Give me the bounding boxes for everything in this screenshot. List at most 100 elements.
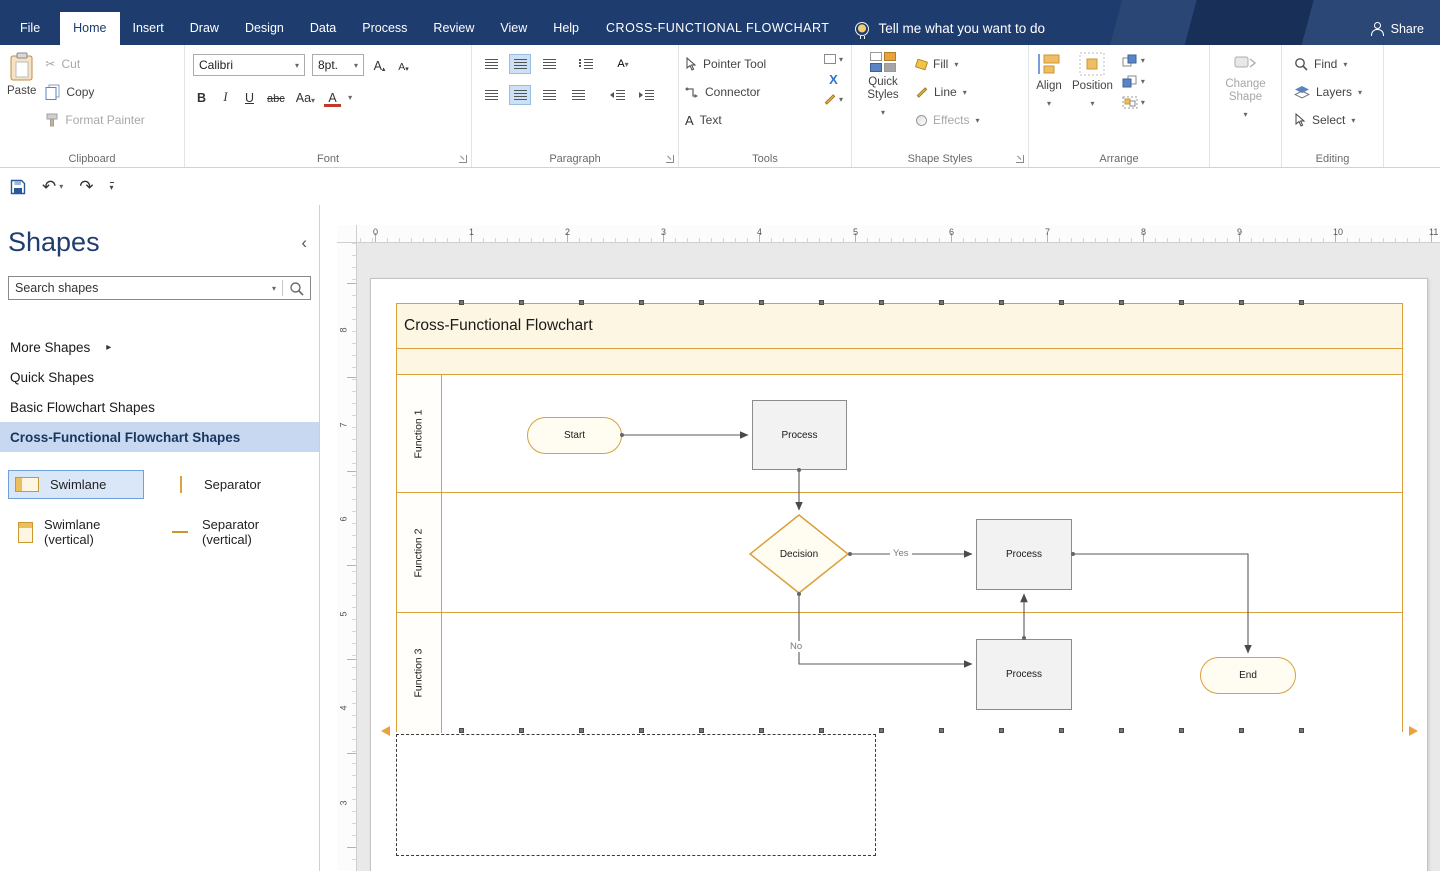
undo-button[interactable]: ↶▾ [42,177,63,197]
font-dialog-launcher[interactable] [459,155,467,163]
align-right-button[interactable] [538,85,560,105]
text-direction-button[interactable]: A▾ [612,54,634,74]
rectangle-tool-button[interactable]: ▾ [824,54,843,64]
file-menu-button[interactable]: File [0,12,60,45]
tab-design[interactable]: Design [232,12,297,45]
flowchart-phase-bar[interactable] [397,349,1402,375]
selection-handle[interactable] [999,728,1004,733]
resize-arrow-right[interactable] [1409,726,1418,736]
tab-view[interactable]: View [487,12,540,45]
connector-tool-button[interactable]: Connector [681,82,824,102]
flowchart-node-decision[interactable]: Decision [749,514,849,594]
selection-handle[interactable] [699,300,704,305]
quick-styles-button[interactable]: Quick Styles ▾ [854,45,912,149]
selection-handle[interactable] [639,728,644,733]
tell-me-box[interactable]: Tell me what you want to do [855,12,1045,45]
undo-caret[interactable]: ▾ [59,182,63,191]
change-case-button[interactable]: Aa▾ [294,87,317,107]
shrink-font-button[interactable]: A▾ [395,55,412,75]
selection-handle[interactable] [879,300,884,305]
selection-handle[interactable] [1239,300,1244,305]
paste-button[interactable]: Paste [2,45,41,149]
change-shape-button[interactable]: Change Shape ▾ [1212,45,1279,149]
save-button[interactable] [10,179,26,195]
selection-handle[interactable] [1299,300,1304,305]
customize-quick-access-button[interactable]: ▾ [110,182,114,192]
collapse-shapes-panel-button[interactable]: ‹ [301,233,307,253]
send-backward-button[interactable]: ▾ [1122,75,1145,88]
font-color-button[interactable]: A [324,87,341,107]
copy-button[interactable]: Copy [41,82,148,102]
selection-handle[interactable] [639,300,644,305]
text-tool-button[interactable]: A Text [681,110,824,130]
selection-handle[interactable] [459,300,464,305]
find-button[interactable]: Find▾ [1290,54,1381,74]
valign-top-button[interactable] [480,54,502,74]
flowchart-node-start[interactable]: Start [527,417,622,454]
sidebar-item-basic-flowchart-shapes[interactable]: Basic Flowchart Shapes [0,392,319,422]
selection-handle[interactable] [699,728,704,733]
selection-handle[interactable] [879,728,884,733]
sidebar-item-quick-shapes[interactable]: Quick Shapes [0,362,319,392]
connection-point-tool-button[interactable]: X [829,72,838,87]
redo-button[interactable]: ↷ [79,177,93,197]
font-family-select[interactable]: Calibri▾ [193,54,305,76]
selection-handle[interactable] [1059,300,1064,305]
grow-font-button[interactable]: A▴ [371,55,388,75]
decrease-indent-button[interactable] [606,85,628,105]
format-painter-button[interactable]: Format Painter [41,110,148,130]
bring-forward-button[interactable]: ▾ [1122,54,1145,67]
align-left-button[interactable] [480,85,502,105]
selection-handle[interactable] [1119,300,1124,305]
flowchart-node-process-1[interactable]: Process [752,400,847,470]
selection-handle[interactable] [519,728,524,733]
tab-home[interactable]: Home [60,12,119,45]
bullets-button[interactable] [575,54,597,74]
flowchart-node-end[interactable]: End [1200,657,1296,694]
stencil-item-swimlane[interactable]: Swimlane [8,470,144,499]
tab-draw[interactable]: Draw [177,12,232,45]
selection-handle[interactable] [819,728,824,733]
swimlane-label-function-2[interactable]: Function 2 [397,493,442,612]
position-button[interactable]: Position ▾ [1067,45,1118,149]
tab-review[interactable]: Review [420,12,487,45]
drawing-page[interactable]: Cross-Functional Flowchart Function 1 Fu… [370,278,1428,871]
flowchart-node-process-3[interactable]: Process [976,639,1072,710]
share-button[interactable]: Share [1371,12,1424,45]
valign-middle-button[interactable] [509,54,531,74]
stencil-item-separator-vertical[interactable]: Separator (vertical) [163,511,318,553]
layers-button[interactable]: Layers▾ [1290,82,1381,102]
paragraph-dialog-launcher[interactable] [666,155,674,163]
tab-process[interactable]: Process [349,12,420,45]
align-center-button[interactable] [509,85,531,105]
select-button[interactable]: Select▾ [1290,110,1381,130]
search-shapes-button[interactable] [283,281,310,296]
align-button[interactable]: Align ▾ [1031,45,1067,149]
stencil-item-separator[interactable]: Separator [163,470,318,499]
selection-handle[interactable] [759,300,764,305]
selection-handle[interactable] [459,728,464,733]
selection-handle[interactable] [819,300,824,305]
tab-data[interactable]: Data [297,12,349,45]
font-size-select[interactable]: 8pt.▾ [312,54,364,76]
selection-handle[interactable] [579,300,584,305]
sidebar-item-cross-functional-flowchart-shapes[interactable]: Cross-Functional Flowchart Shapes [0,422,319,452]
drawing-area[interactable]: Cross-Functional Flowchart Function 1 Fu… [357,243,1440,871]
flowchart-container[interactable]: Cross-Functional Flowchart Function 1 Fu… [396,303,1403,732]
selection-handle[interactable] [1179,728,1184,733]
font-color-caret[interactable]: ▾ [348,93,352,102]
selection-handle[interactable] [1059,728,1064,733]
selection-handle[interactable] [519,300,524,305]
flowchart-title-bar[interactable]: Cross-Functional Flowchart [397,304,1402,349]
pointer-tool-button[interactable]: Pointer Tool [681,54,824,74]
tab-insert[interactable]: Insert [120,12,177,45]
increase-indent-button[interactable] [635,85,657,105]
valign-bottom-button[interactable] [538,54,560,74]
underline-button[interactable]: U [241,87,258,107]
selection-handle[interactable] [759,728,764,733]
freeform-tool-button[interactable]: ▾ [824,95,843,104]
selection-handle[interactable] [999,300,1004,305]
group-button[interactable]: ▾ [1122,96,1145,109]
strikethrough-button[interactable]: abc [265,87,287,107]
selection-handle[interactable] [1299,728,1304,733]
